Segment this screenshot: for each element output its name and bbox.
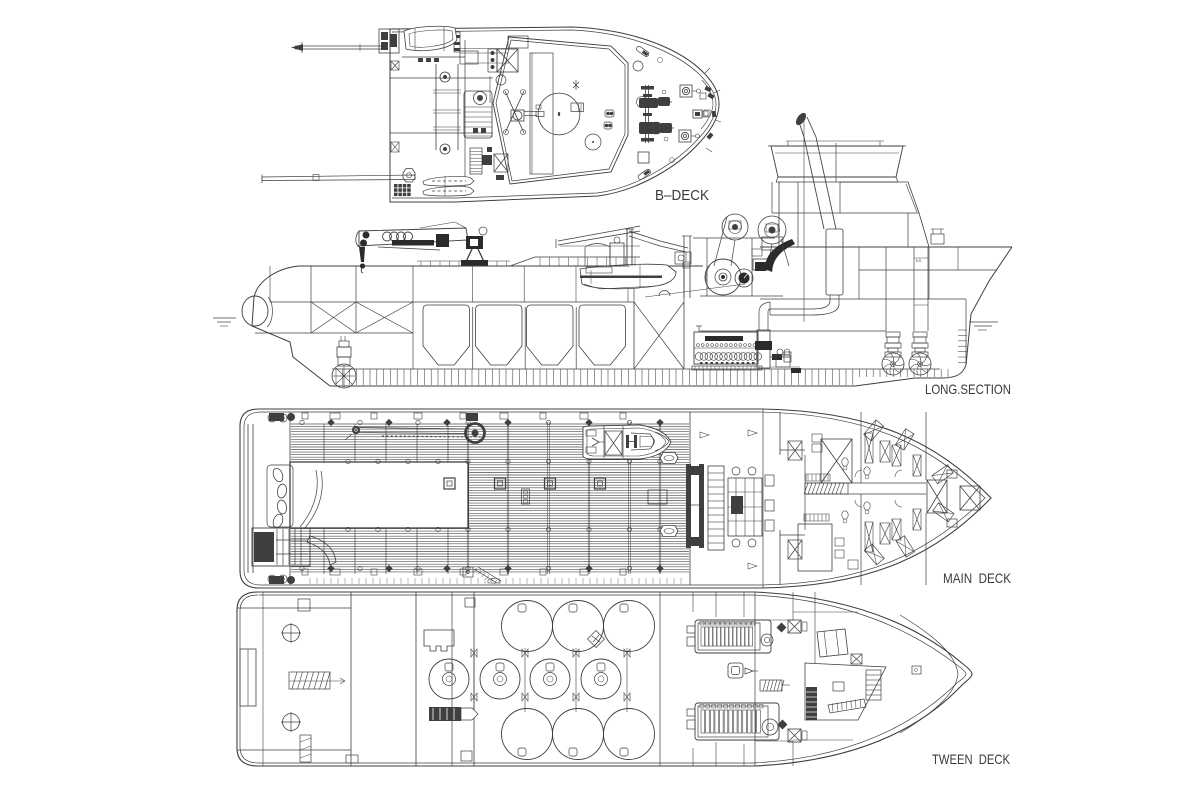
svg-text:TWEEN DECK: TWEEN DECK bbox=[932, 751, 1011, 767]
svg-text:MAIN DECK: MAIN DECK bbox=[943, 570, 1012, 586]
svg-text:B–DECK: B–DECK bbox=[655, 187, 709, 204]
svg-text:EX.: EX. bbox=[916, 258, 922, 263]
svg-text:LONG.SECTION: LONG.SECTION bbox=[925, 381, 1011, 397]
